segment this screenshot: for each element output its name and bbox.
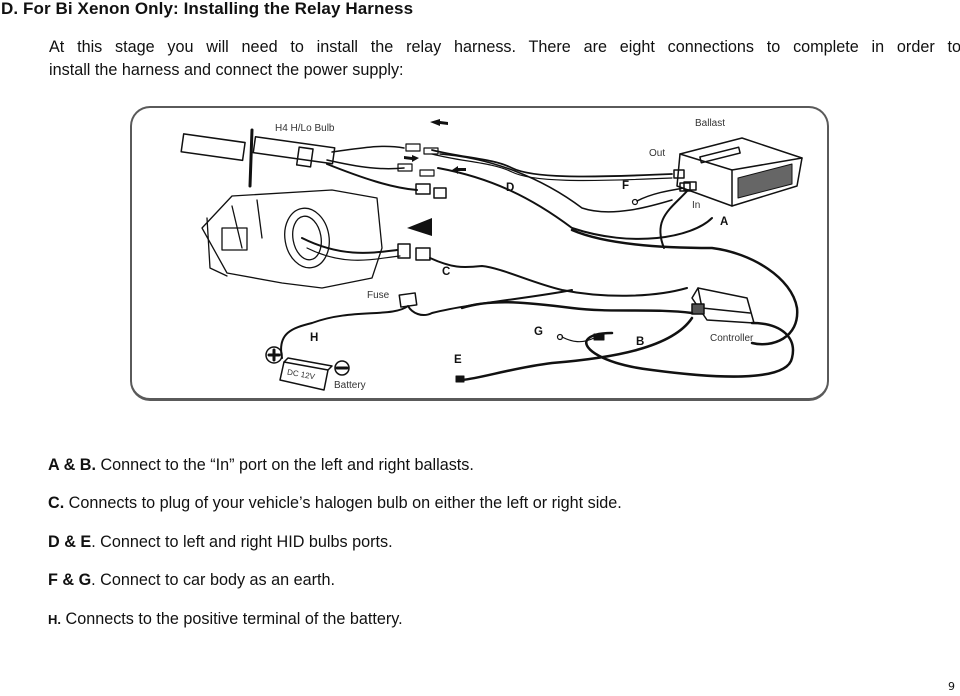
connection-letter-b: B — [636, 336, 645, 348]
intro-line-2: install the harness and connect the powe… — [49, 61, 404, 79]
connection-letter-f: F — [622, 180, 630, 192]
in-port-label: In — [692, 200, 701, 211]
instruction-fg: F & G. Connect to car body as an earth. — [48, 571, 335, 590]
headlight-housing-icon — [201, 189, 383, 289]
instruction-de: D & E. Connect to left and right HID bul… — [48, 533, 393, 552]
instruction-text: Connect to the “In” port on the left and… — [95, 456, 474, 474]
instruction-key: F & G — [48, 571, 92, 589]
ballast-label: Ballast — [695, 118, 726, 129]
intro-line-1: At this stage you will need to install t… — [49, 38, 960, 56]
page-number: 9 — [948, 680, 955, 693]
fuse-label: Fuse — [367, 290, 390, 301]
instruction-ab: A & B. Connect to the “In” port on the l… — [48, 456, 474, 475]
connection-letter-h: H — [310, 332, 319, 344]
instruction-key: A & B. — [48, 456, 96, 474]
controller-box-icon — [691, 287, 755, 324]
wiring-diagram-drawing — [180, 119, 803, 391]
connection-letter-e: E — [454, 354, 462, 366]
instruction-c: C. Connects to plug of your vehicle’s ha… — [48, 494, 622, 513]
instruction-text: . Connect to left and right HID bulbs po… — [91, 533, 393, 551]
fuse-holder-icon — [398, 292, 418, 308]
instruction-text: . Connect to car body as an earth. — [91, 571, 336, 589]
connection-letter-d: D — [506, 182, 515, 194]
out-port-label: Out — [649, 148, 666, 159]
instruction-h: H. Connects to the positive terminal of … — [48, 610, 403, 629]
connection-letter-c: C — [442, 266, 451, 278]
connection-letter-g: G — [534, 326, 543, 338]
wiring-diagram: H4 H/Lo Bulb Ballast Out In Fuse Control… — [130, 106, 829, 401]
instruction-text: Connects to the positive terminal of the… — [61, 610, 403, 628]
intro-paragraph: At this stage you will need to install t… — [49, 36, 960, 82]
ballast-box-icon — [673, 137, 803, 207]
instruction-key: D & E — [48, 533, 92, 551]
direction-arrows-icon — [404, 119, 466, 236]
controller-label: Controller — [710, 333, 754, 344]
h4-bulb-icon — [180, 128, 336, 188]
instruction-key: C. — [48, 494, 65, 512]
bulb-label: H4 H/Lo Bulb — [275, 123, 335, 134]
positive-terminal-icon — [267, 348, 281, 362]
connection-letter-a: A — [720, 216, 729, 228]
battery-label: Battery — [334, 380, 366, 391]
battery-icon — [265, 346, 350, 391]
section-heading: D. For Bi Xenon Only: Installing the Rel… — [1, 0, 414, 18]
instruction-text: Connects to plug of your vehicle’s halog… — [64, 494, 622, 512]
instruction-key: H. — [48, 612, 61, 627]
